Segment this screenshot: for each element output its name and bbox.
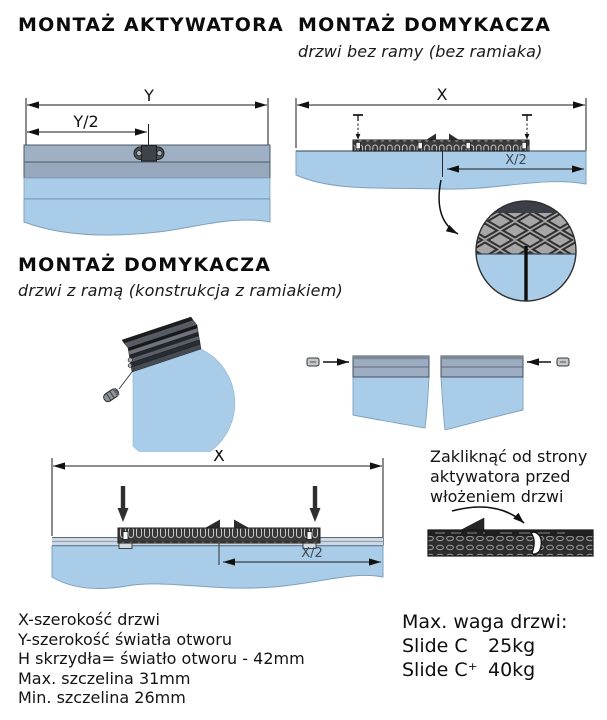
zoom-circle-outline (475, 200, 577, 302)
weight-model: Slide C⁺ (402, 659, 478, 681)
weight-model: Slide C (402, 635, 468, 657)
activator-part (133, 145, 165, 162)
max-weight-block: Max. waga drzwi: Slide C 25kg Slide C⁺ 40k… (402, 610, 567, 682)
legend-line: Max. szczelina 31mm (18, 668, 191, 688)
closer-frameless-subtitle: drzwi bez ramy (bez ramiaka) (298, 42, 543, 61)
weight-row: Slide C⁺ 40kg (402, 658, 567, 682)
weight-row: Slide C 25kg (402, 634, 567, 658)
legend-line: X-szerokość drzwi (18, 610, 160, 629)
door-panel-right (440, 355, 524, 431)
rack-strip-detail (427, 517, 594, 557)
closer-frameless-diagram: X X/2 (295, 88, 587, 302)
closer-frameless-title: MONTAŻ DOMYKACZA (298, 14, 552, 36)
dim-x-half-label: X/2 (505, 153, 527, 168)
screw-marker-right (522, 114, 532, 140)
fixing-pin (103, 387, 120, 403)
dim-x-label: X (437, 88, 448, 104)
activator-title: MONTAŻ AKTYWATORA (18, 14, 284, 36)
legend-line: Min. szczelina 26mm (18, 688, 186, 707)
click-note-line: włożeniem drzwi (430, 487, 564, 506)
rack-detail-zoom (476, 201, 576, 301)
frame-profile-iso (103, 316, 236, 452)
weight-value: 25kg (488, 635, 536, 657)
pin-leader-line (118, 367, 136, 390)
max-weight-title: Max. waga drzwi: (402, 611, 568, 633)
legend: X-szerokość drzwi Y-szerokość światła ot… (18, 610, 305, 708)
rack-strip (117, 519, 321, 549)
weight-value: 40kg (488, 659, 536, 681)
click-note: Zakliknąć od strony aktywatora przed wło… (430, 447, 587, 507)
press-arrow-left (117, 486, 129, 522)
screw-marker-left (353, 114, 363, 140)
dim-y-half-label: Y/2 (72, 112, 98, 131)
door-panel (295, 150, 587, 190)
dim-y-label: Y (143, 88, 154, 105)
click-note-line: aktywatora przed (430, 467, 571, 486)
zoom-callout-arrow (438, 179, 459, 235)
click-note-line: Zakliknąć od strony (430, 447, 588, 466)
glass-panel (132, 348, 236, 452)
legend-line: H skrzydła= światło otworu - 42mm (18, 649, 305, 668)
aluminium-profile (121, 316, 202, 373)
legend-line: Y-szerokość światła otworu (18, 629, 232, 649)
dimension-lines (25, 98, 269, 150)
closer-framed-diagram: X X/2 (51, 450, 384, 589)
activator-diagram: Y Y/2 (23, 88, 271, 236)
rack-strip (352, 133, 530, 152)
door-panel-left (352, 355, 430, 429)
latch-hook (529, 531, 542, 555)
end-clips-diagram (306, 355, 570, 431)
press-arrow-right (309, 486, 321, 522)
door-panel (23, 144, 271, 236)
clip-left (306, 357, 320, 367)
click-direction-arrow (451, 506, 525, 524)
closer-framed-title: MONTAŻ DOMYKACZA (18, 254, 272, 276)
closer-framed-subtitle: drzwi z ramą (konstrukcja z ramiakiem) (18, 281, 343, 300)
click-detail-diagram (427, 506, 594, 557)
door-panel (51, 537, 384, 589)
dim-x-label: X (213, 450, 225, 466)
clip-right (556, 357, 570, 367)
dim-x-half-label: X/2 (301, 546, 323, 561)
